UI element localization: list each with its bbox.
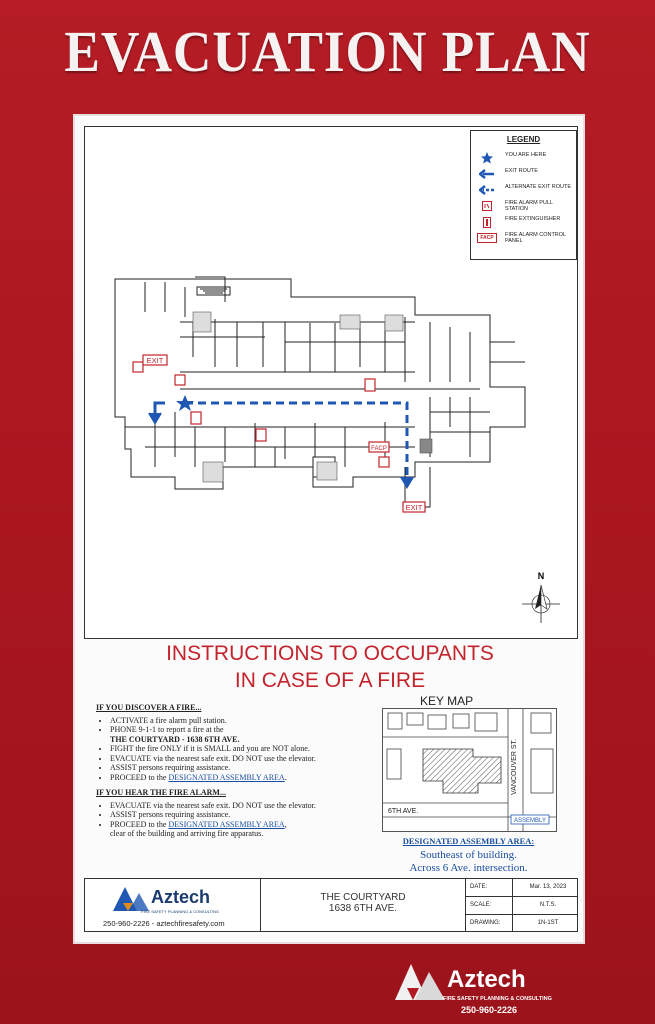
assembly-tag: ASSEMBLY (514, 818, 546, 824)
assembly-area-link: DESIGNATED ASSEMBLY AREA (168, 772, 285, 782)
assembly-area-link: DESIGNATED ASSEMBLY AREA (168, 819, 285, 829)
legend-item: FIRE EXTINGUISHER (471, 214, 576, 230)
discover-list: ACTIVATE a fire alarm pull station. PHON… (96, 716, 376, 783)
exit-arrow-bottom (400, 476, 414, 489)
list-item: EVACUATE via the nearest safe exit. DO N… (110, 754, 376, 764)
footer-phone: 250-960-2226 (461, 1005, 518, 1015)
assembly-area-text: Southeast of building. Across 6 Ave. int… (409, 849, 528, 874)
list-item: ASSIST persons requiring assistance. (110, 763, 376, 773)
facp-icon: FACP (477, 233, 497, 243)
scale-row: SCALE:N.T.S. (466, 897, 577, 915)
fire-extinguisher-icon (479, 216, 495, 228)
building-info: THE COURTYARD 1638 6TH AVE. (261, 879, 466, 931)
drawing-info: DATE:Mar. 13, 2023 SCALE:N.T.S. DRAWING:… (466, 879, 577, 932)
keymap-title: KEY MAP (420, 694, 474, 708)
key-map-drawing: VANCOUVER ST. 6TH AVE. ASSEMBLY (383, 709, 556, 831)
building-address-title: 1638 6TH AVE. (328, 903, 398, 914)
dashed-arrow-left-icon (479, 184, 495, 196)
drawing-row: DRAWING:1N-1ST (466, 915, 577, 932)
company-contact: 250-960-2226 - aztechfiresafety.com (103, 919, 225, 928)
north-arrow-icon: N (522, 571, 560, 623)
footer-logo: Aztech FIRE SAFETY PLANNING & CONSULTING… (395, 962, 555, 1022)
star-icon (479, 152, 495, 164)
alarm-list: EVACUATE via the nearest safe exit. DO N… (96, 801, 376, 839)
footer-tagline: FIRE SAFETY PLANNING & CONSULTING (443, 996, 552, 1002)
title-block: Aztech FIRE SAFETY PLANNING & CONSULTING… (84, 878, 578, 932)
instructions-title: INSTRUCTIONS TO OCCUPANTS IN CASE OF A F… (166, 642, 494, 692)
list-item: FIGHT the fire ONLY if it is SMALL and y… (110, 744, 376, 754)
building-outline (114, 278, 526, 490)
aztech-logo-icon (113, 887, 149, 911)
building-name: THE COURTYARD (320, 892, 406, 903)
list-item: EVACUATE via the nearest safe exit. DO N… (110, 801, 376, 811)
instructions-text: IF YOU DISCOVER A FIRE... ACTIVATE a fir… (96, 703, 376, 845)
street-label-vertical: VANCOUVER ST. (511, 739, 518, 795)
exit-label-bottom: EXIT (406, 503, 423, 512)
date-row: DATE:Mar. 13, 2023 (466, 879, 577, 897)
company-name: Aztech (151, 887, 211, 907)
legend-item: FACP FIRE ALARM CONTROL PANEL (471, 230, 576, 246)
alternate-exit-route (185, 401, 409, 482)
building-footprint (422, 748, 502, 794)
floor-plan-drawing: EXIT EXIT FACP N (114, 276, 560, 623)
legend-item: ALTERNATE EXIT ROUTE (471, 182, 576, 198)
exit-route-left (153, 401, 165, 417)
legend-item: EXIT ROUTE (471, 166, 576, 182)
footer-company-name: Aztech (447, 966, 526, 993)
assembly-area-label: DESIGNATED ASSEMBLY AREA: (402, 836, 535, 846)
discover-heading: IF YOU DISCOVER A FIRE... (96, 703, 202, 712)
facp-label: FACP (371, 446, 387, 452)
legend-box: LEGEND YOU ARE HERE EXIT ROUTE ALTERNATE… (470, 130, 577, 260)
company-logo-block: Aztech FIRE SAFETY PLANNING & CONSULTING… (85, 879, 261, 931)
you-are-here-star (176, 395, 194, 411)
sign-title: EVACUATION PLAN (64, 19, 591, 84)
list-item: ASSIST persons requiring assistance. (110, 810, 376, 820)
legend-heading: LEGEND (506, 135, 541, 144)
svg-text:N: N (538, 571, 545, 581)
exit-label-left: EXIT (147, 356, 164, 365)
fire-alarm-pull-station-icon (479, 200, 495, 212)
company-tagline: FIRE SAFETY PLANNING & CONSULTING (141, 909, 220, 914)
list-item: PROCEED to the DESIGNATED ASSEMBLY AREA. (110, 773, 376, 783)
fire-extinguisher-symbol (364, 378, 376, 392)
key-map: VANCOUVER ST. 6TH AVE. ASSEMBLY (382, 708, 557, 832)
alarm-heading: IF YOU HEAR THE FIRE ALARM... (96, 788, 226, 797)
legend-item: YOU ARE HERE (471, 150, 576, 166)
list-item: PROCEED to the DESIGNATED ASSEMBLY AREA,… (110, 820, 376, 839)
aztech-logo-icon (395, 964, 445, 1000)
arrow-left-icon (479, 168, 495, 180)
list-item: ACTIVATE a fire alarm pull station. (110, 716, 376, 726)
building-address: THE COURTYARD - 1638 6TH AVE. (110, 734, 240, 744)
legend-item: FIRE ALARM PULL STATION (471, 198, 576, 214)
pull-station-symbol (132, 361, 144, 373)
street-label-horizontal: 6TH AVE. (388, 808, 418, 815)
